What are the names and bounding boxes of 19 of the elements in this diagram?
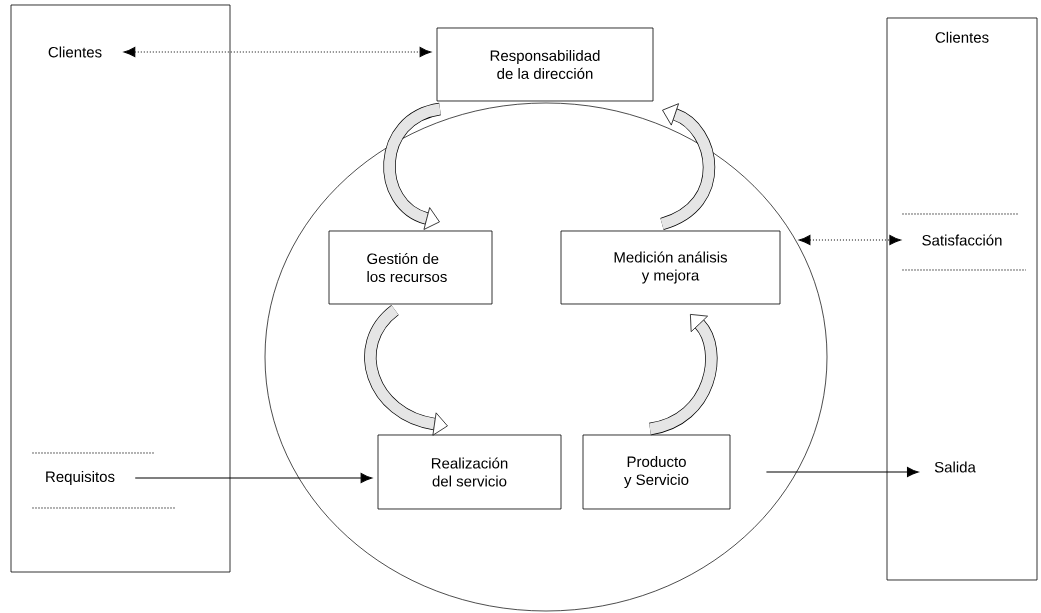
- arrow: [123, 46, 432, 58]
- process-box: Realización del servicio: [377, 434, 562, 510]
- curved-arrow: [383, 103, 442, 230]
- node-text: Clientes: [48, 46, 102, 58]
- arrow: [798, 234, 902, 246]
- process-box: Medición análisis y mejora: [560, 230, 781, 305]
- process-box: Responsabilidad de la dirección: [436, 27, 654, 102]
- node-text: Salida: [934, 461, 976, 473]
- arrow: [765, 466, 919, 478]
- curved-arrow: [364, 305, 448, 436]
- node-text: Requisitos: [46, 471, 115, 485]
- process-box: Gestión de los recursos: [328, 230, 493, 305]
- node-text: Satisfacción: [922, 234, 1002, 246]
- process-box: Producto y Servicio: [582, 434, 731, 510]
- customer-panel: [10, 4, 231, 573]
- process-circle: [264, 102, 828, 612]
- curved-arrow: [648, 314, 718, 436]
- arrow: [134, 472, 373, 484]
- curved-arrow: [659, 103, 716, 230]
